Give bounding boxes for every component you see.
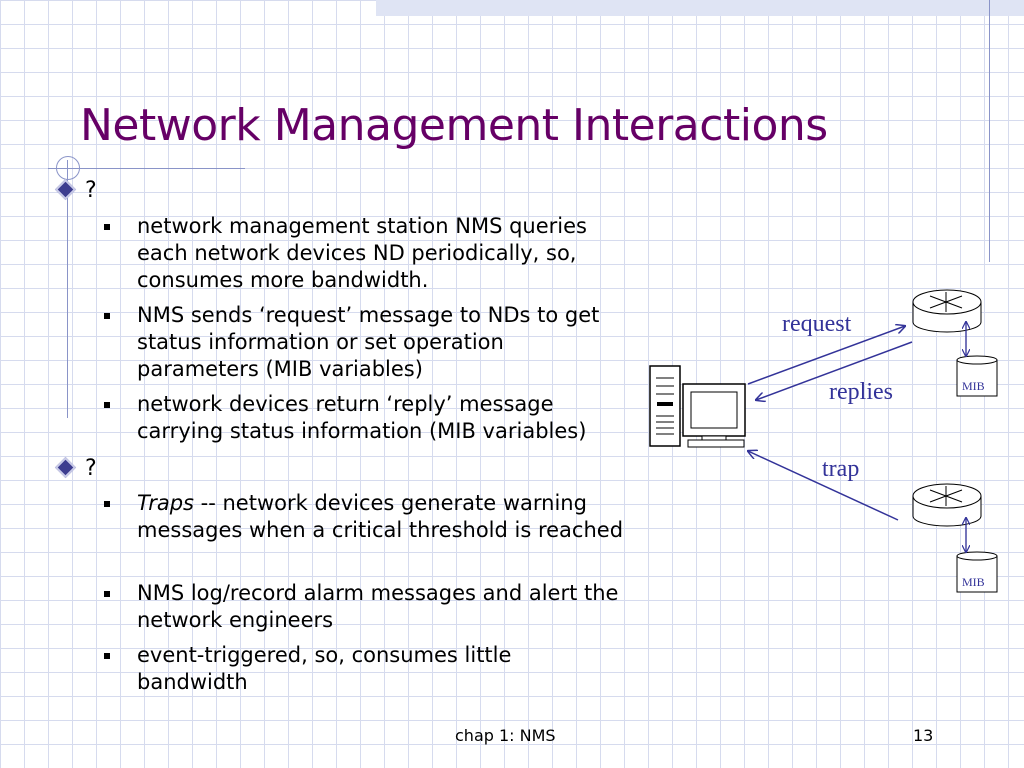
traps-description: -- network devices generate warning mess… [137, 491, 624, 542]
bullet-item: NMS sends ‘request’ message to NDs to ge… [104, 302, 624, 383]
request-arrow [747, 326, 905, 385]
bullet-text: Traps -- network devices generate warnin… [137, 490, 624, 544]
decor-circle [56, 156, 80, 180]
square-bullet-icon [104, 402, 110, 408]
square-bullet-icon [104, 501, 110, 507]
bullet-item: event-triggered, so, consumes little ban… [104, 642, 624, 696]
bullet-text: network management station NMS queries e… [137, 214, 587, 292]
decor-vertical-line-right [989, 0, 990, 262]
mib-label-bottom: MIB [962, 575, 985, 589]
bullet-level1-traps: ? [52, 456, 97, 482]
bullet-text: network devices return ‘reply’ message c… [137, 392, 587, 443]
replies-arrow [756, 341, 913, 400]
square-bullet-icon [104, 653, 110, 659]
header-band [376, 0, 1024, 16]
decor-title-underline [48, 168, 245, 169]
square-bullet-icon [104, 313, 110, 319]
bullet-item: NMS log/record alarm messages and alert … [104, 580, 624, 634]
bullet-level1-polling: ? [52, 178, 97, 204]
trap-arrow [748, 451, 899, 521]
bullet-item: Traps -- network devices generate warnin… [104, 490, 624, 544]
decor-vertical-line-left [67, 160, 68, 418]
request-label: request [782, 311, 852, 337]
traps-term: Traps [137, 491, 194, 515]
bullet-level1-label: ? [85, 456, 97, 481]
mib-database-icon-top [956, 355, 998, 397]
router-icon-bottom [912, 483, 982, 527]
mib-label-top: MIB [962, 379, 985, 393]
footer-page-number: 13 [913, 726, 934, 745]
trap-label: trap [822, 456, 859, 482]
replies-label: replies [829, 379, 893, 405]
footer-chapter: chap 1: NMS [455, 726, 556, 745]
bullet-text: NMS log/record alarm messages and alert … [137, 581, 619, 632]
nms-computer-icon [649, 365, 746, 448]
bullet-text: NMS sends ‘request’ message to NDs to ge… [137, 303, 600, 381]
square-bullet-icon [104, 224, 110, 230]
bullet-item: network devices return ‘reply’ message c… [104, 391, 624, 445]
router-icon-top [912, 289, 982, 333]
bullet-text: event-triggered, so, consumes little ban… [137, 643, 512, 694]
mib-database-icon-bottom [956, 551, 998, 593]
bullet-level1-label: ? [85, 178, 97, 203]
bullet-item: network management station NMS queries e… [104, 213, 624, 294]
slide-title: Network Management Interactions [80, 100, 828, 151]
square-bullet-icon [104, 591, 110, 597]
